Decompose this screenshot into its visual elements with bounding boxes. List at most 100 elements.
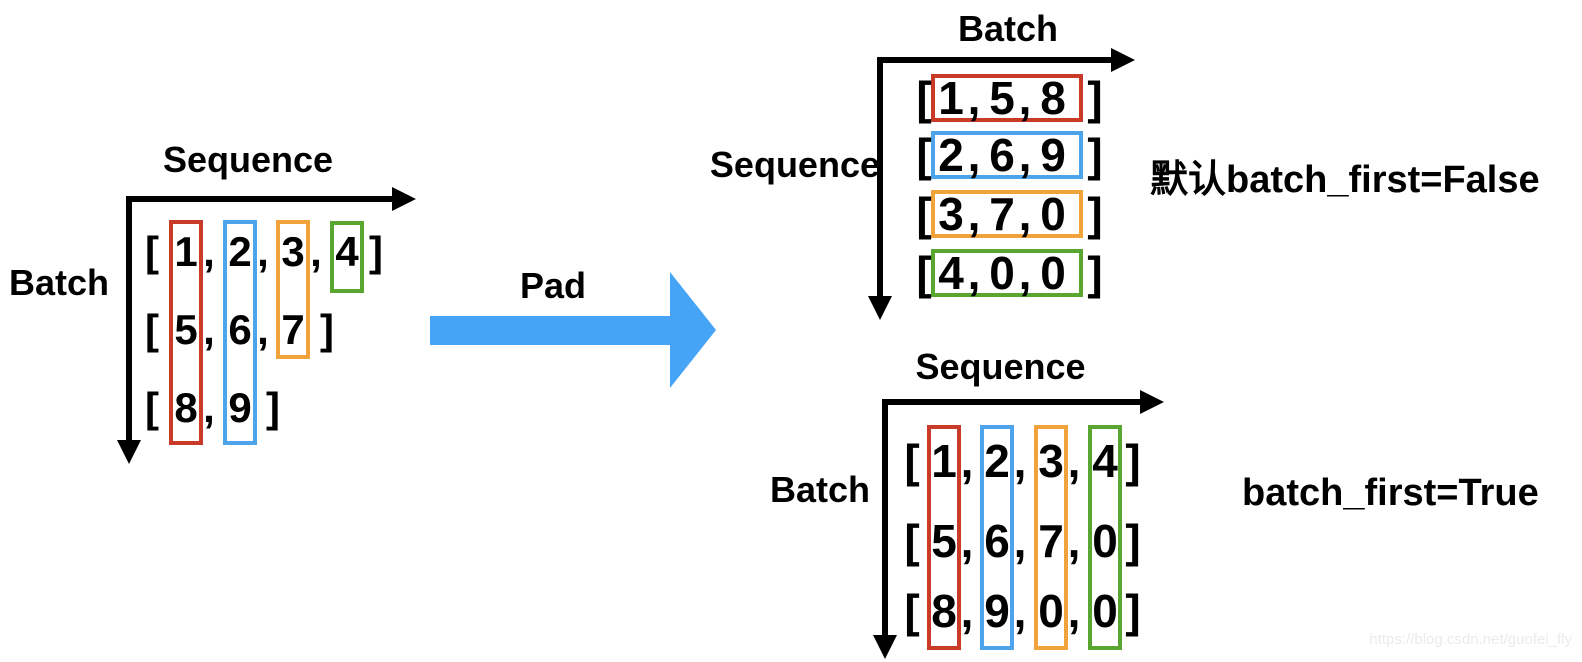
matrix-cell: 6 bbox=[989, 129, 1015, 181]
close-bracket: ] bbox=[1087, 129, 1103, 181]
top-right-y-axis-line bbox=[877, 57, 883, 298]
close-bracket: ] bbox=[1125, 515, 1141, 567]
matrix-cell: 9 bbox=[228, 384, 252, 431]
matrix-cell: 8 bbox=[931, 585, 957, 637]
left-y-axis-label: Batch bbox=[8, 262, 110, 303]
comma-separator: , bbox=[203, 306, 215, 353]
matrix-cell: 7 bbox=[281, 306, 305, 353]
comma-separator: , bbox=[1013, 585, 1027, 637]
matrix-row: [ 8 , 9 ] bbox=[140, 386, 400, 430]
open-bracket: [ bbox=[916, 247, 932, 299]
matrix-row: [ 5 , 6 , 7 , 0 ] bbox=[900, 515, 1150, 567]
matrix-row: [ 1 , 5 , 8 ] bbox=[912, 72, 1112, 124]
comma-separator: , bbox=[1067, 435, 1081, 487]
comma-separator: , bbox=[960, 515, 974, 567]
bottom-right-x-axis-line bbox=[882, 399, 1142, 405]
close-bracket: ] bbox=[1087, 247, 1103, 299]
matrix-cell: 9 bbox=[1040, 129, 1066, 181]
left-y-axis-arrowhead-icon bbox=[117, 440, 141, 464]
left-x-axis-arrowhead-icon bbox=[392, 187, 416, 211]
matrix-cell: 2 bbox=[938, 129, 964, 181]
matrix-cell: 2 bbox=[984, 435, 1010, 487]
matrix-cell: 0 bbox=[1092, 585, 1118, 637]
comma-separator: , bbox=[967, 72, 981, 124]
open-bracket: [ bbox=[145, 384, 159, 431]
close-bracket: ] bbox=[1125, 435, 1141, 487]
open-bracket: [ bbox=[916, 188, 932, 240]
comma-separator: , bbox=[960, 435, 974, 487]
open-bracket: [ bbox=[904, 515, 920, 567]
bottom-right-x-axis-arrowhead-icon bbox=[1140, 390, 1164, 414]
comma-separator: , bbox=[257, 228, 269, 275]
close-bracket: ] bbox=[266, 384, 280, 431]
close-bracket: ] bbox=[320, 306, 334, 353]
bottom-right-column-highlight-red bbox=[927, 425, 961, 650]
matrix-cell: 5 bbox=[174, 306, 198, 353]
left-column-highlight-green bbox=[330, 221, 364, 293]
matrix-cell: 5 bbox=[989, 72, 1015, 124]
open-bracket: [ bbox=[145, 228, 159, 275]
left-x-axis-line bbox=[126, 196, 394, 202]
matrix-cell: 7 bbox=[1038, 515, 1064, 567]
comma-separator: , bbox=[967, 129, 981, 181]
open-bracket: [ bbox=[145, 306, 159, 353]
matrix-row: [ 4 , 0 , 0 ] bbox=[912, 247, 1112, 299]
open-bracket: [ bbox=[916, 72, 932, 124]
pad-label: Pad bbox=[519, 265, 587, 306]
top-right-row-highlight-red bbox=[931, 74, 1083, 122]
matrix-row: [ 8 , 9 , 0 , 0 ] bbox=[900, 585, 1150, 637]
top-right-y-axis-arrowhead-icon bbox=[868, 296, 892, 320]
matrix-cell: 0 bbox=[1038, 585, 1064, 637]
matrix-cell: 9 bbox=[984, 585, 1010, 637]
bottom-right-y-axis-label: Batch bbox=[769, 469, 870, 510]
matrix-row: [ 1 , 2 , 3 , 4 ] bbox=[140, 230, 400, 274]
pad-arrow-head-icon bbox=[670, 272, 716, 388]
comma-separator: , bbox=[1018, 129, 1032, 181]
open-bracket: [ bbox=[904, 585, 920, 637]
comma-separator: , bbox=[1067, 515, 1081, 567]
matrix-cell: 6 bbox=[228, 306, 252, 353]
pad-arrow-body bbox=[430, 316, 670, 345]
matrix-cell: 0 bbox=[1040, 247, 1066, 299]
matrix-cell: 0 bbox=[989, 247, 1015, 299]
comma-separator: , bbox=[967, 247, 981, 299]
top-right-x-axis-label: Batch bbox=[957, 8, 1059, 49]
matrix-cell: 4 bbox=[335, 228, 359, 275]
comma-separator: , bbox=[967, 188, 981, 240]
top-right-row-highlight-orange bbox=[931, 190, 1083, 238]
comma-separator: , bbox=[257, 306, 269, 353]
comma-separator: , bbox=[1013, 435, 1027, 487]
matrix-cell: 1 bbox=[938, 72, 964, 124]
matrix-cell: 2 bbox=[228, 228, 252, 275]
bottom-right-x-axis-label: Sequence bbox=[915, 346, 1086, 387]
matrix-row: [ 5 , 6 , 7 ] bbox=[140, 308, 400, 352]
batch-first-true-caption: batch_first=True bbox=[1242, 472, 1539, 514]
close-bracket: ] bbox=[1087, 188, 1103, 240]
batch-first-false-caption: 默认batch_first=False bbox=[1150, 159, 1540, 201]
left-y-axis-line bbox=[126, 196, 132, 442]
matrix-cell: 3 bbox=[281, 228, 305, 275]
left-column-highlight-orange bbox=[276, 220, 310, 359]
top-right-x-axis-line bbox=[877, 57, 1113, 63]
left-column-highlight-blue bbox=[223, 220, 257, 445]
matrix-cell: 0 bbox=[1040, 188, 1066, 240]
top-right-x-axis-arrowhead-icon bbox=[1111, 48, 1135, 72]
matrix-cell: 3 bbox=[1038, 435, 1064, 487]
open-bracket: [ bbox=[904, 435, 920, 487]
matrix-cell: 8 bbox=[1040, 72, 1066, 124]
close-bracket: ] bbox=[1087, 72, 1103, 124]
close-bracket: ] bbox=[1125, 585, 1141, 637]
matrix-row: [ 1 , 2 , 3 , 4 ] bbox=[900, 435, 1150, 487]
bottom-right-y-axis-line bbox=[882, 399, 888, 637]
left-x-axis-label: Sequence bbox=[162, 139, 334, 180]
comma-separator: , bbox=[203, 384, 215, 431]
matrix-cell: 4 bbox=[1092, 435, 1118, 487]
matrix-cell: 3 bbox=[938, 188, 964, 240]
comma-separator: , bbox=[203, 228, 215, 275]
matrix-cell: 1 bbox=[931, 435, 957, 487]
top-right-row-highlight-green bbox=[931, 249, 1083, 297]
matrix-cell: 1 bbox=[174, 228, 198, 275]
matrix-row: [ 2 , 6 , 9 ] bbox=[912, 129, 1112, 181]
top-right-row-highlight-blue bbox=[931, 131, 1083, 179]
bottom-right-column-highlight-green bbox=[1088, 425, 1122, 650]
